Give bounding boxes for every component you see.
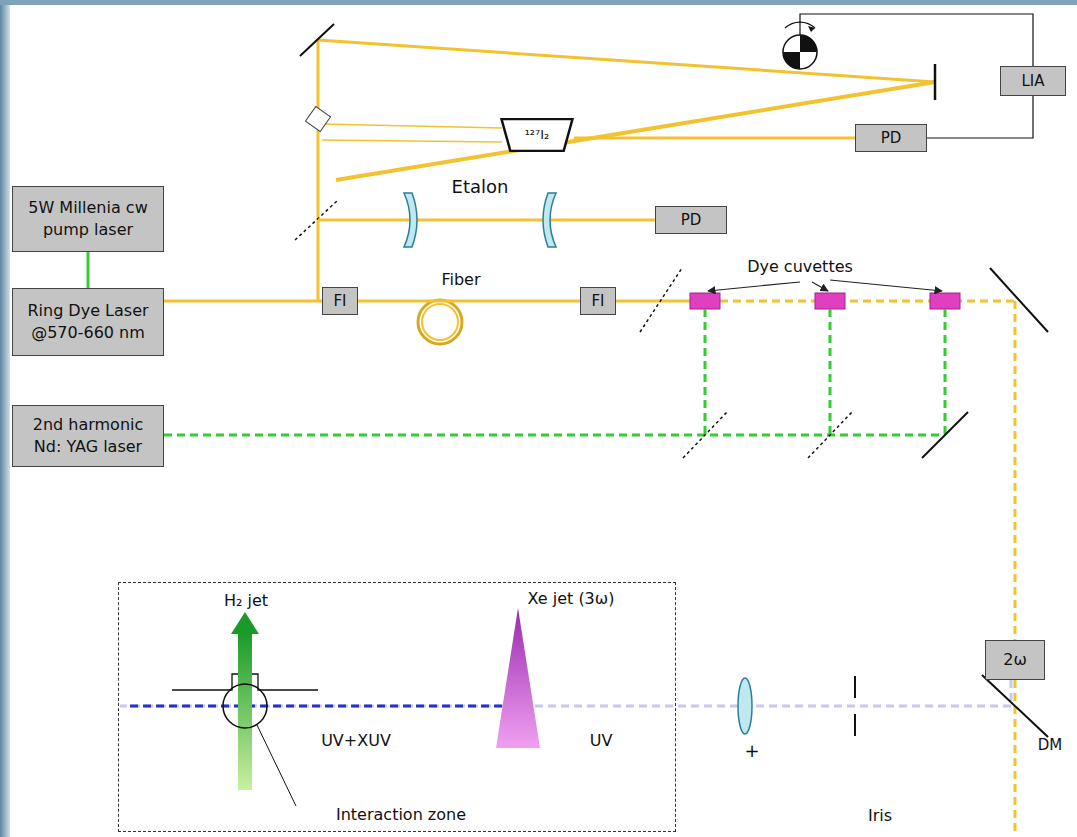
etalon-mirror [404,193,417,247]
interaction-box: H₂ jet Xe jet (3ω) UV+XUV UV Interaction zon… [118,582,676,832]
region-label: H₂ jet [221,590,271,612]
mirror [922,412,968,458]
h2-jet [238,632,252,790]
iris [854,676,856,698]
beam-splitter [683,412,727,458]
leader-line [708,282,800,291]
lockin-box: LIA [1000,66,1066,96]
beam-etalon [318,219,655,222]
iris [854,714,856,736]
node-label: 5W Millenia cw pump laser [23,197,153,240]
leader-line [830,280,942,291]
etalon-mirror [543,193,556,247]
node-label: 2ω [1003,649,1027,671]
beam-xuv [130,705,515,708]
dye-cuvette [815,293,845,309]
mirror [990,268,1048,332]
part-label: + [744,740,759,761]
node-label: FI [591,291,604,311]
mirror [300,24,334,56]
part-label: Etalon [452,176,509,197]
dye-cuvette [930,293,960,309]
pump-beam [944,309,947,435]
rotation-head [808,26,815,32]
xe-jet [496,608,540,748]
region-label: UV+XUV [318,730,394,752]
isolator-box: FI [580,287,616,315]
pump-beam [829,309,832,435]
beam-pump-return [336,82,935,180]
iodine-cell: ¹²⁷I₂ [500,118,574,152]
fiber-coil [422,304,458,340]
chopper-wheel [783,35,817,69]
laser-box: 5W Millenia cw pump laser [12,186,164,252]
top-band [0,0,1077,5]
region-label: Xe jet (3ω) [525,588,618,610]
beam-probe [318,40,935,82]
beam-connector [574,137,855,140]
photodiode-box: PD [855,124,927,152]
beam-amplified [1014,301,1017,640]
region-label: UV [587,730,616,752]
beam-thin [322,140,502,142]
node-label: FI [333,291,346,311]
leader-line [812,282,828,291]
fiber-coil [418,300,462,344]
chopper-blade [783,35,817,69]
beam-uv [120,705,1011,708]
beam-splitter [808,412,852,458]
beam-connector [927,96,1033,138]
pump-beam [704,309,707,435]
beam-connector [164,300,322,303]
beam-fundamental [1014,680,1017,832]
glass-plate [305,106,330,131]
beam [616,300,690,303]
leader-line [257,725,296,806]
signal-wire [800,14,1033,66]
dye-cuvette [690,293,720,309]
node-label: Ring Dye Laser @570-660 nm [23,300,153,343]
cell-shape [501,119,572,151]
beam-connector [358,300,580,303]
node-label: PD [681,210,702,230]
isolator-box: FI [322,287,358,315]
doubler-box: 2ω [985,640,1045,680]
mirror [934,64,937,100]
beam-amplified [720,300,1015,303]
laser-box: 2nd harmonic Nd: YAG laser [12,405,164,467]
beam-vertical [317,40,320,301]
photodiode-box: PD [655,206,727,234]
part-label: DM [1038,736,1063,754]
h2-jet-head [231,612,259,634]
part-label: Dye cuvettes [747,257,853,276]
beam-connector [87,252,90,288]
beam-thin [322,124,502,128]
pump-beam [164,434,945,437]
lens [738,678,752,734]
region-label: Interaction zone [333,804,469,826]
node-label: ¹²⁷I₂ [525,126,550,144]
dichroic-mirror [982,675,1048,737]
node-label: PD [881,128,902,148]
edge-label: Fiber [441,270,480,289]
beam-splitter [640,268,682,332]
laser-box: Ring Dye Laser @570-660 nm [12,288,164,356]
side-band [0,0,10,837]
node-label: LIA [1021,71,1044,91]
interaction-circle [223,684,267,728]
part-label: Iris [868,806,892,825]
node-label: 2nd harmonic Nd: YAG laser [23,414,153,457]
